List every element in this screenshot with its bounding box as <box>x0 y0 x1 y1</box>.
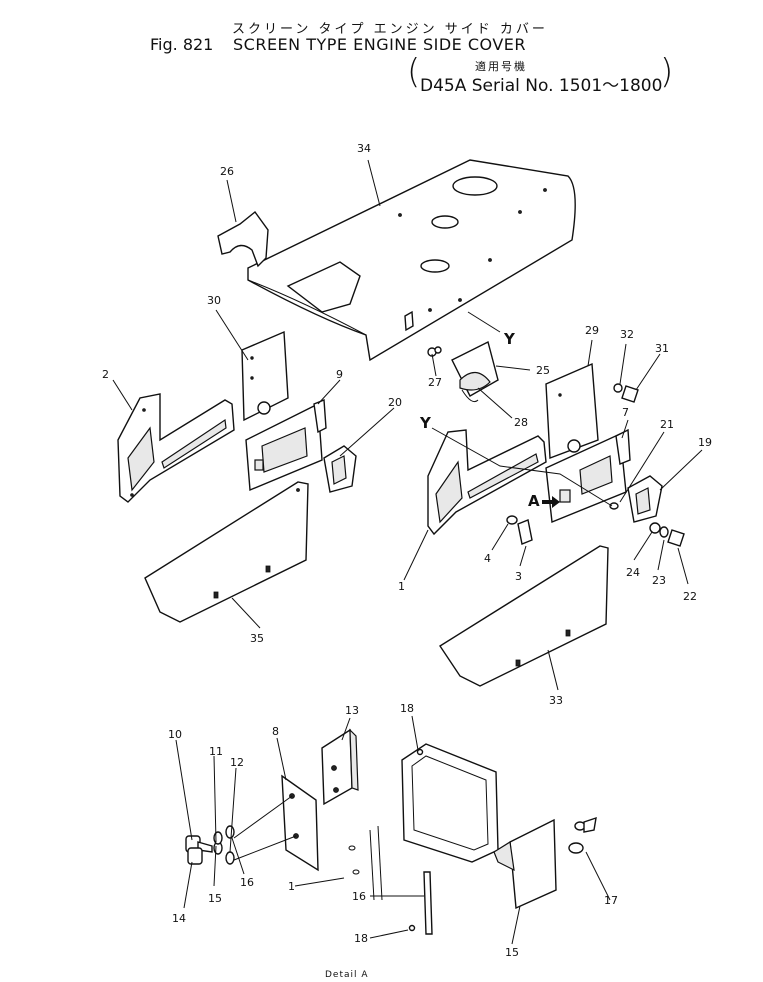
right-skirt-part <box>439 545 609 687</box>
callout-5: 7 <box>622 406 629 419</box>
callout-18-bottom: 18 <box>354 932 368 945</box>
callout-2: 2 <box>102 368 109 381</box>
callout-30: 30 <box>207 294 221 307</box>
callout-31: 31 <box>655 342 669 355</box>
callout-20: 20 <box>388 396 402 409</box>
callout-15: 15 <box>505 946 519 959</box>
callout-8: 10 <box>168 728 182 741</box>
guard-part <box>427 340 499 403</box>
top-cover-part <box>247 159 576 362</box>
arrow-a-icon <box>542 496 560 508</box>
callout-19: 19 <box>698 436 712 449</box>
right-rear-plate-part <box>545 362 599 459</box>
callout-3: 3 <box>515 570 522 583</box>
applicability-label: 適用号機 <box>475 60 527 73</box>
callout-24: 24 <box>626 566 640 579</box>
callout-6: 9 <box>336 368 343 381</box>
detail-a-label: Detail A <box>325 970 369 980</box>
callout-35: 34 <box>357 142 371 155</box>
right-latch-part <box>627 475 663 523</box>
callout-29: 29 <box>585 324 599 337</box>
callout-27: 27 <box>428 376 442 389</box>
callout-28: 28 <box>514 416 528 429</box>
callout-13: 15 <box>208 892 222 905</box>
view-marker-y-top: Y <box>503 330 516 348</box>
right-screen-panel-part <box>545 428 631 523</box>
right-side-frame-part <box>427 429 547 536</box>
figure-number: Fig. 821 <box>150 35 214 54</box>
close-parenthesis: ) <box>660 52 674 92</box>
latch-part <box>323 445 357 493</box>
callout-33: 33 <box>549 694 563 707</box>
detail-a-parts <box>185 728 597 935</box>
leader-lines <box>112 159 703 945</box>
callout-34: 35 <box>250 632 264 645</box>
callout-1-detail: 1 <box>288 880 295 893</box>
bolt-set-right <box>506 383 685 547</box>
serial-range: D45A Serial No. 1501～1800 <box>420 76 663 96</box>
figure-title: SCREEN TYPE ENGINE SIDE COVER <box>233 35 527 54</box>
callout-32: 32 <box>620 328 634 341</box>
view-marker-y-mid: Y <box>419 414 432 432</box>
callout-1-right: 1 <box>398 580 405 593</box>
callout-16: 16 <box>352 890 366 903</box>
view-marker-a: A <box>528 492 540 510</box>
callout-7: 8 <box>272 725 279 738</box>
callout-22: 22 <box>683 590 697 603</box>
open-parenthesis: ( <box>407 52 421 92</box>
callout-labels: 34 26 30 2 9 20 27 25 28 29 32 31 7 21 1… <box>102 142 712 959</box>
callout-25: 25 <box>536 364 550 377</box>
callout-11: 13 <box>345 704 359 717</box>
callout-17: 17 <box>604 894 618 907</box>
rear-plate-part <box>241 330 289 422</box>
left-side-frame-part <box>117 393 235 503</box>
callout-9: 11 <box>209 745 223 758</box>
callout-21: 21 <box>660 418 674 431</box>
left-skirt-part <box>144 481 309 623</box>
japanese-title: スクリーン タイプ エンジン サイド カバー <box>232 22 548 37</box>
callout-10: 12 <box>230 756 244 769</box>
callout-4: 4 <box>484 552 491 565</box>
callout-12: 14 <box>172 912 186 925</box>
bracket-part <box>217 210 269 268</box>
callout-14: 16 <box>240 876 254 889</box>
callout-26: 26 <box>220 165 234 178</box>
callout-18-top: 18 <box>400 702 414 715</box>
callout-23: 23 <box>652 574 666 587</box>
screen-panel-part <box>245 398 327 492</box>
